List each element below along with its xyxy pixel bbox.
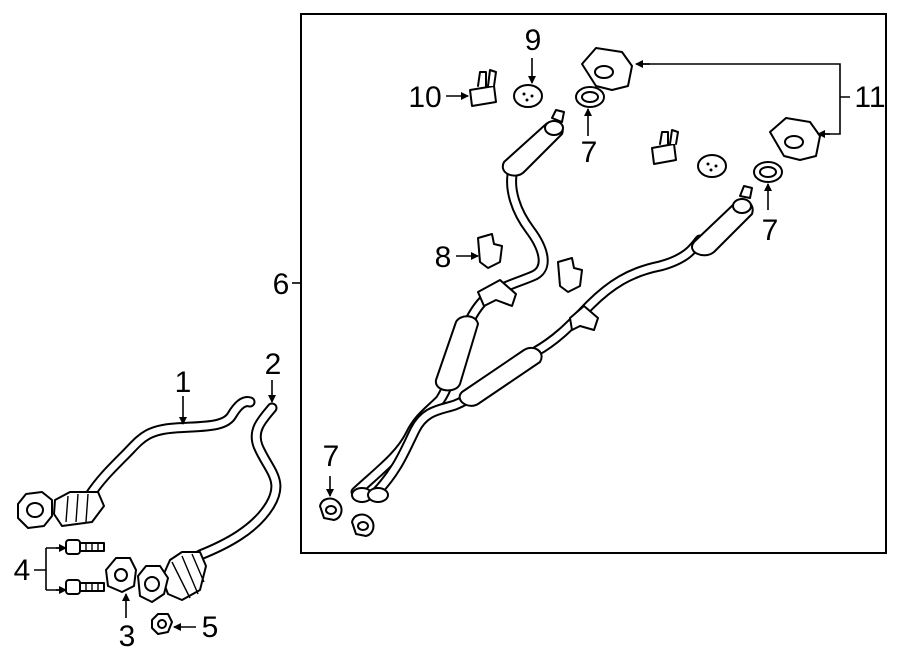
callout-6: 6	[273, 268, 290, 301]
pipe-clamp-left[interactable]	[477, 279, 517, 307]
callout-9: 9	[525, 24, 542, 57]
callout-1: 1	[175, 366, 192, 399]
pipe-clamp-right[interactable]	[569, 305, 599, 331]
callout-7-lower: 7	[323, 440, 340, 473]
isolator-left[interactable]	[513, 84, 543, 108]
bolt-lower[interactable]	[65, 579, 105, 595]
gasket[interactable]	[105, 557, 137, 593]
bolt-upper[interactable]	[65, 539, 105, 555]
callout-10: 10	[408, 81, 441, 114]
clamp-lower-2[interactable]	[351, 513, 375, 537]
resonator-left[interactable]	[434, 315, 479, 392]
muffler-right[interactable]	[691, 185, 754, 257]
resonator-right[interactable]	[458, 346, 543, 407]
nut[interactable]	[151, 613, 173, 635]
tail-pipe-tip-lower[interactable]	[769, 117, 821, 161]
hanger-left[interactable]	[477, 233, 503, 269]
muffler-left[interactable]	[501, 109, 565, 177]
callout-7-upper-right: 7	[762, 214, 779, 247]
front-pipe-2[interactable]	[137, 402, 282, 603]
callout-7-upper-left: 7	[581, 136, 598, 169]
callout-3: 3	[119, 620, 136, 653]
callout-2: 2	[265, 348, 282, 381]
pipe-inlet-tips[interactable]	[351, 487, 389, 503]
isolator-right[interactable]	[697, 154, 727, 178]
callout-11: 11	[854, 81, 885, 114]
front-pipe-1[interactable]	[17, 396, 256, 529]
callout-5: 5	[202, 611, 219, 644]
intermediate-pipe-left[interactable]	[350, 169, 549, 498]
bracket-left[interactable]	[469, 69, 497, 107]
hanger-right[interactable]	[557, 257, 583, 293]
bracket-right[interactable]	[651, 129, 679, 165]
clamp-lower-1[interactable]	[319, 497, 343, 521]
leader-lines	[34, 58, 850, 631]
tail-pipe-tip-upper[interactable]	[581, 47, 633, 91]
clamp-upper-left[interactable]	[575, 86, 605, 108]
clamp-upper-right[interactable]	[753, 161, 783, 183]
callout-4: 4	[14, 554, 31, 587]
callout-8: 8	[435, 241, 452, 274]
